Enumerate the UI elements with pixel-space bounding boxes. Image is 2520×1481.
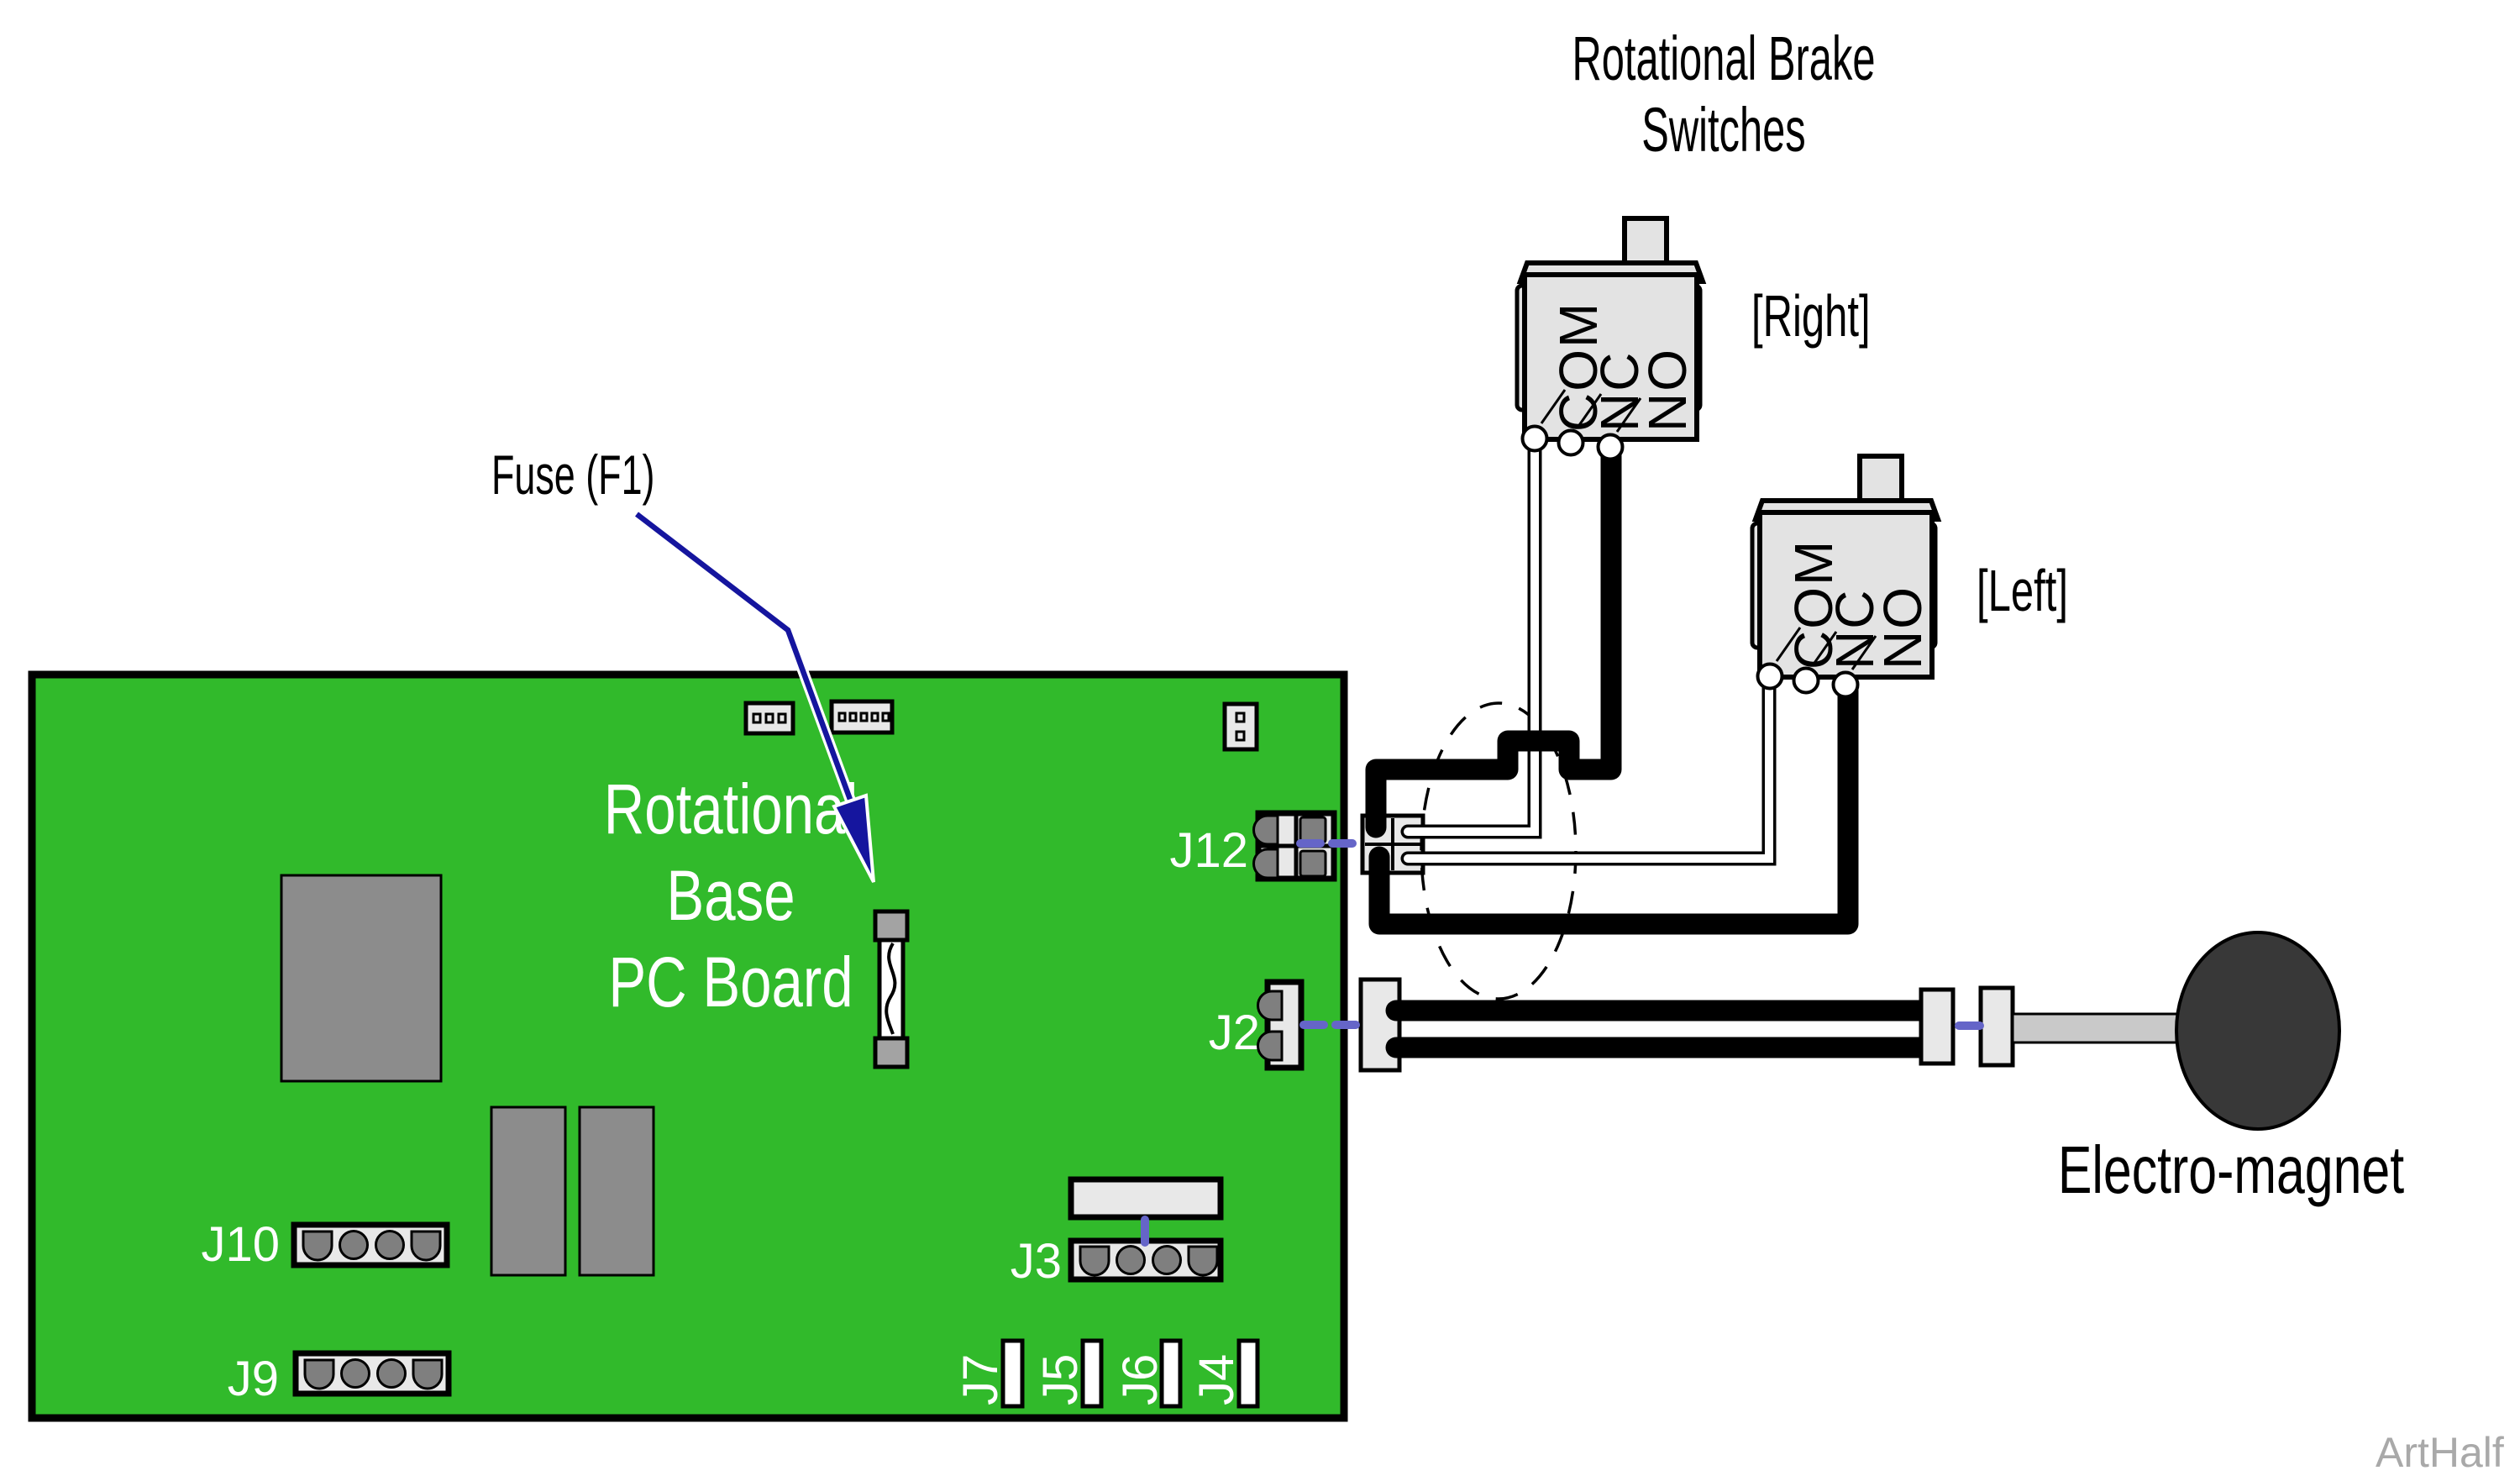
magnet-plug-b: [1978, 985, 2015, 1068]
magnet-shaft: [2011, 1012, 2204, 1044]
wire-right-com: [1400, 443, 1542, 839]
top-connector-5pin: [829, 699, 895, 735]
connector-j5-label: J5: [1033, 1354, 1088, 1405]
magnet-head: [2175, 931, 2341, 1131]
board-title-line2: Base: [666, 857, 795, 936]
magnet-label: Electro-magnet: [2058, 1133, 2404, 1208]
connector-j2-label: J2: [1209, 1006, 1260, 1060]
fuse-cap-top: [873, 909, 910, 943]
connector-j7-slot: [1000, 1338, 1025, 1409]
diagram-title-line1: Rotational Brake: [1572, 24, 1875, 94]
cable-bundle-ellipse: [1420, 701, 1578, 1000]
fuse-arrow-head: [832, 793, 875, 883]
fuse-glass: [877, 937, 906, 1041]
board-title-line1: Rotational: [604, 770, 858, 849]
brake-switch-left: [1752, 456, 1938, 697]
ic-component-small-1: [490, 1105, 567, 1277]
left-switch-tag: [Left]: [1977, 557, 2068, 623]
diagram-title: Rotational Brake Switches: [1572, 24, 1875, 165]
connector-j4-slot: [1236, 1338, 1260, 1409]
fuse-arrow-line: [635, 512, 855, 806]
connector-j6-slot: [1159, 1338, 1183, 1409]
brake-switch-right: [1517, 218, 1703, 460]
board-title: Rotational Base PC Board: [604, 770, 858, 1022]
connector-j6-label: J6: [1113, 1354, 1168, 1405]
wire-left-com: [1400, 680, 1777, 866]
connector-j10: J10: [201, 1217, 450, 1272]
connector-j7-label: J7: [953, 1354, 1008, 1405]
ic-component-small-2: [578, 1105, 655, 1277]
connector-j9: J9: [228, 1350, 452, 1406]
fuse-callout: Fuse (F1): [491, 444, 875, 883]
wire-left-no: [1368, 680, 1859, 935]
mating-indicators: [1141, 839, 1984, 1247]
pc-board-outline: [28, 670, 1348, 1422]
wiring: [1365, 439, 1935, 1058]
connector-j9-label: J9: [228, 1352, 279, 1406]
diagram-title-line2: Switches: [1641, 96, 1805, 165]
pc-board: Rotational Base PC Board: [28, 670, 1348, 1422]
connector-j12-label: J12: [1169, 823, 1248, 878]
ic-component-large: [280, 874, 443, 1083]
wire-right-no: [1365, 439, 1622, 838]
fuse-label: Fuse (F1): [491, 444, 654, 506]
magnet-plug-a: [1919, 987, 1956, 1066]
top-connector-2pin: [1222, 701, 1259, 752]
connector-j4-label: J4: [1189, 1354, 1244, 1405]
watermark: ArtHalf: [2376, 1429, 2504, 1476]
bottom-edge-connectors: J7 J5 J6 J4: [953, 1338, 1260, 1409]
fuse-cap-bottom: [873, 1036, 910, 1069]
connector-j3-plug: [1068, 1176, 1224, 1221]
electro-magnet-assembly: Electro-magnet: [1919, 931, 2404, 1208]
board-title-line3: PC Board: [608, 943, 853, 1022]
connector-j5-slot: [1080, 1338, 1104, 1409]
right-switch-tag: [Right]: [1751, 282, 1871, 349]
top-connector-3pin: [743, 701, 795, 736]
fuse-f1: [873, 909, 910, 1069]
connector-j10-label: J10: [201, 1217, 280, 1272]
connector-j3-label: J3: [1011, 1234, 1062, 1289]
fuse-element-wire: [885, 942, 897, 1035]
